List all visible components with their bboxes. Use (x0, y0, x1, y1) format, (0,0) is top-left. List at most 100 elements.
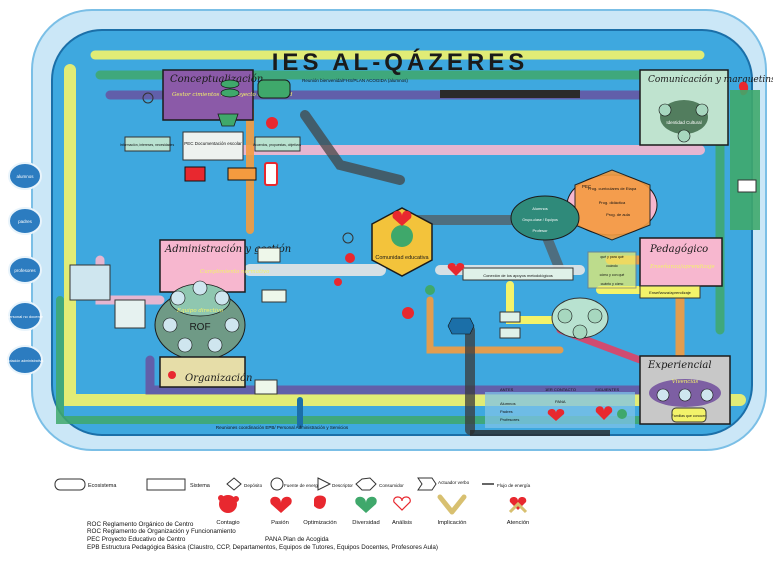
legend-implication: Implicación (438, 520, 467, 526)
exp-node-3 (700, 388, 714, 402)
legend-source-shape (270, 477, 284, 491)
abbr-epb: EPB Estructura Pedagógica Básica (Claust… (87, 544, 438, 551)
center-heart-icon (392, 210, 412, 226)
exp-heart-1-icon (547, 408, 565, 421)
aula-ellipse (510, 195, 580, 241)
pedagogico-profesor: Profesor (532, 228, 548, 233)
abbr-roc-2: ROC Reglamento de Organización y Funcion… (87, 528, 236, 535)
exp-pana: PANA (555, 399, 566, 404)
ajuste-3: cómo y con qué (600, 273, 625, 277)
ped-box-1 (499, 311, 521, 323)
exp-node-2 (678, 388, 692, 402)
admin-left-box (69, 264, 111, 301)
legend-actuator: Actuador verbo (438, 480, 470, 485)
legend-diversity: Diversidad (352, 520, 379, 526)
ajuste-4: cuánto y cómo (601, 282, 624, 286)
exp-heart-2-icon (595, 406, 613, 420)
acuerdos-box (254, 136, 301, 152)
pec-box (182, 131, 244, 161)
exp-person-alumnos: Alumnos (500, 401, 516, 406)
exp-person-profesores: Profesores (500, 417, 519, 422)
diversity-icon-2 (425, 285, 435, 295)
prog-didactica-label: Prog. didáctica (599, 200, 626, 205)
experiencial-subtitle: Vivencias (672, 379, 699, 385)
rof-node-2 (192, 280, 208, 296)
node-label-personal: personal no docente (7, 314, 44, 319)
conceptualizacion-doc-1 (184, 166, 206, 182)
node-dotacion (7, 345, 43, 375)
conceptualizacion-deposit-2 (220, 88, 240, 98)
comunicacion-node-2 (695, 103, 709, 117)
exp-node-1 (656, 388, 670, 402)
legend-optimization-icon (314, 495, 326, 509)
legend-passion-icon (270, 496, 292, 513)
pec-label: PEC Documentación escolar (184, 141, 242, 146)
rof-node-1 (170, 290, 186, 306)
optimization-icon-2 (334, 278, 342, 286)
info-label: Información, intereses, necesidades (120, 143, 175, 147)
conexion-box (462, 267, 574, 281)
rof-label: ROF (189, 322, 210, 333)
conceptualizacion-title: Conceptualización (170, 74, 263, 85)
passion-icon-1 (447, 262, 465, 276)
conexion-label: Conexión de los apoyos metodológicos (483, 273, 553, 278)
legend-diversity-icon (355, 496, 377, 513)
pedagogico-grupo: Grupo-clase / Equipos (522, 218, 558, 222)
prog-curriculares-label: Prog. curriculares de Etapa (588, 186, 637, 191)
scattered-icons (142, 92, 465, 379)
right-panel-item (737, 179, 757, 193)
pedagogico-title: Pedagógico (649, 244, 708, 255)
legend-passion: Pasión (271, 520, 289, 526)
info-box (124, 136, 171, 152)
ped-consumer (447, 317, 475, 335)
subsystem-administracion: Administración y gestión Cumplimiento no… (69, 239, 291, 329)
optimization-icon-1 (168, 371, 176, 379)
legend-system: Sistema (190, 483, 211, 489)
pedagogico-subtitle: Enseñanza/aprendizaje (649, 263, 715, 270)
flow-band-dark-bottom (470, 430, 610, 436)
subsystem-experiencial: Experiencial Vivencias Familias que cono… (485, 355, 731, 428)
pedagogico-pec-label: PEC (582, 184, 592, 189)
legend-actuator-shape (417, 477, 437, 491)
subsystem-conceptualizacion: Conceptualización Gestor cimientos del p… (120, 69, 301, 186)
node-personal (8, 301, 42, 331)
pedagogico-alumnos: Alumnos (532, 206, 548, 211)
conceptualizacion-actuator (217, 113, 239, 127)
abbr-pec: PEC Proyecto Educativo de Centro (87, 536, 186, 543)
familias-label: Familias que conocen (672, 414, 707, 418)
legend-deposit: Depósito (244, 483, 263, 488)
ensenanza-label: Enseñanza/aprendizaje (649, 290, 692, 295)
legend-ecosystem: Ecosistema (88, 483, 117, 489)
rof-node-7 (207, 337, 223, 353)
rof-node-3 (214, 290, 230, 306)
legend-analysis: Análisis (392, 520, 412, 526)
admin-doc-2 (261, 289, 287, 303)
center-community: Comunidad educativa (371, 207, 433, 277)
legend-implication-icon (437, 494, 467, 515)
ajuste-2: cuándo (606, 264, 618, 268)
legend-deposit-shape (226, 477, 242, 491)
analysis-icon-2 (342, 232, 354, 244)
legend-attention-hands (508, 501, 528, 514)
right-green-column (730, 90, 760, 230)
subsystem-comunicacion: Comunicación y marquetins Identidad Cult… (639, 69, 773, 146)
cycle-node-1 (557, 308, 573, 324)
subsystem-pedagogico: PEC Prog. curriculares de Etapa Prog. di… (447, 169, 723, 340)
conceptualizacion-doc-2 (227, 167, 257, 181)
legend-optimization: Optimización (303, 520, 337, 526)
left-nodes: alumnos padres profesores personal no do… (7, 162, 44, 375)
familias-box (671, 407, 707, 423)
legend-contagio: Contagio (216, 520, 239, 526)
conceptualizacion-source (257, 79, 291, 99)
pec-hex (574, 169, 651, 241)
node-label-dotacion: dotación administrativa (7, 359, 44, 363)
page-title: IES AL-QÁZERES (272, 48, 528, 76)
experiencial-title: Experiencial (647, 360, 712, 371)
rof-node-4 (162, 317, 178, 333)
flow-band-dark (440, 90, 580, 98)
exp-col-siguientes: SIGUIENTES (595, 387, 620, 392)
diversity-heart-icon (391, 225, 413, 247)
legend-contagio-dot-2 (233, 496, 239, 502)
